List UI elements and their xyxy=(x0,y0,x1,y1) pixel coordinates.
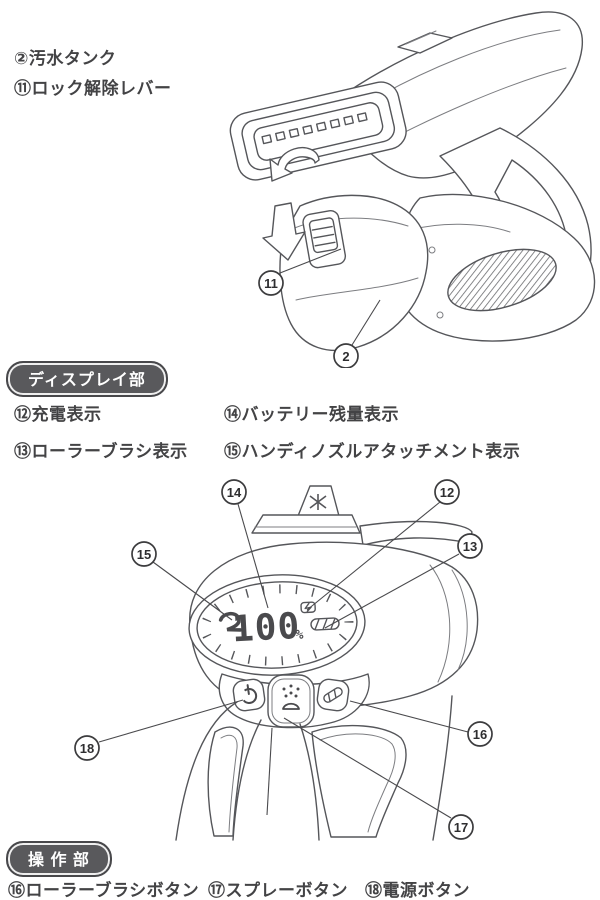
vent-grille xyxy=(447,248,557,312)
callout-14-circle xyxy=(221,479,247,505)
charge-icon xyxy=(300,601,316,614)
label-spray-button: ⑰スプレーボタン xyxy=(208,876,348,900)
label-nozzle-num: ⑮ xyxy=(224,442,242,461)
label-spray-btn-num: ⑰ xyxy=(208,881,226,900)
callout-15: 15 xyxy=(137,547,151,562)
callout-17: 17 xyxy=(454,820,468,835)
roller-button-icon xyxy=(323,687,343,703)
label-roller-button: ⑯ローラーブラシボタン xyxy=(8,876,199,900)
callout-16: 16 xyxy=(473,727,487,742)
label-roller-btn-text: ローラーブラシボタン xyxy=(25,881,200,900)
callout-2-circle xyxy=(333,343,359,368)
lcd-display: 100 % xyxy=(188,574,366,676)
diagram-tank-removal: 11 2 xyxy=(229,11,596,368)
label-power-btn-text: 電源ボタン xyxy=(382,881,470,900)
callout-18: 18 xyxy=(80,741,94,756)
label-nozzle-indicator: ⑮ハンディノズルアタッチメント表示 xyxy=(224,437,520,462)
label-battery-indicator: ⑭バッテリー残量表示 xyxy=(224,400,399,425)
battery-percent-value: 100 xyxy=(231,606,301,651)
callout-15-circle xyxy=(131,541,157,567)
rotate-arrow xyxy=(269,146,320,182)
label-lock-release-lever: ⑪ロック解除レバー xyxy=(14,74,172,99)
label-charge-num: ⑫ xyxy=(14,405,32,424)
label-roller-btn-num: ⑯ xyxy=(8,881,26,900)
nozzle-head xyxy=(229,81,407,181)
callout-18-circle xyxy=(74,735,100,761)
roller-brush-icon xyxy=(310,617,340,631)
spray-icon xyxy=(282,684,300,710)
diagram-display-controls: 100 % xyxy=(74,479,493,841)
label-spray-btn-text: スプレーボタン xyxy=(225,881,348,900)
power-icon xyxy=(241,684,258,704)
label-dirty-water-tank-text: 汚水タンク xyxy=(28,49,117,68)
spray-trigger xyxy=(251,485,361,534)
down-arrow xyxy=(262,202,306,261)
callout-16-circle xyxy=(467,721,493,747)
callout-14: 14 xyxy=(227,485,242,500)
callout-12: 12 xyxy=(440,485,454,500)
label-roller-indicator: ⑬ローラーブラシ表示 xyxy=(14,437,188,462)
label-power-button: ⑱電源ボタン xyxy=(365,876,470,900)
handle-legs xyxy=(175,695,453,841)
power-button xyxy=(232,678,266,712)
callout-13: 13 xyxy=(463,539,477,554)
callout-11-circle xyxy=(258,270,284,296)
spray-button xyxy=(267,674,315,728)
label-roller-num: ⑬ xyxy=(14,442,32,461)
roller-brush-button xyxy=(316,678,350,712)
label-charge-indicator: ⑫充電表示 xyxy=(14,400,102,425)
label-dirty-water-tank: ②汚水タンク xyxy=(14,44,116,69)
nozzle-grille xyxy=(261,112,368,145)
label-battery-text: バッテリー残量表示 xyxy=(241,405,399,424)
label-lock-release-lever-num: ⑪ xyxy=(14,79,32,98)
callout-13-circle xyxy=(457,533,483,559)
trigger-spray-icon xyxy=(309,494,327,510)
display-section-header: ディスプレイ部 xyxy=(6,361,168,397)
callout-2: 2 xyxy=(342,349,349,364)
handle-strap xyxy=(359,520,473,546)
percent-sign: % xyxy=(295,628,304,643)
callout-12-circle xyxy=(434,479,460,505)
label-lock-release-lever-text: ロック解除レバー xyxy=(31,79,172,98)
dirty-water-tank xyxy=(279,194,429,352)
label-nozzle-text: ハンディノズルアタッチメント表示 xyxy=(241,442,521,461)
operation-section-header: 操 作 部 xyxy=(6,841,112,877)
control-panel xyxy=(218,673,370,729)
callout-11: 11 xyxy=(264,276,278,291)
base-unit xyxy=(394,193,596,342)
callout-17-circle xyxy=(448,814,474,840)
label-power-btn-num: ⑱ xyxy=(365,881,383,900)
label-battery-num: ⑭ xyxy=(224,405,242,424)
label-dirty-water-tank-num: ② xyxy=(14,49,29,68)
lock-release-lever xyxy=(302,210,347,269)
label-roller-text: ローラーブラシ表示 xyxy=(31,442,188,461)
label-charge-text: 充電表示 xyxy=(31,405,102,424)
